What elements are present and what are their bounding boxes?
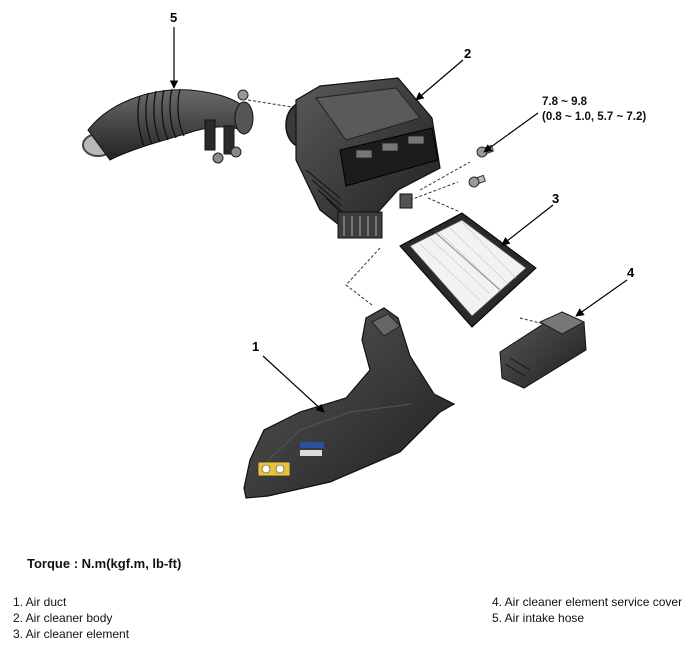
bolt-torque-spec: 7.8 ~ 9.8 (0.8 ~ 1.0, 5.7 ~ 7.2) <box>542 95 646 125</box>
air-intake-hose-part <box>82 88 254 164</box>
service-cover-part <box>499 311 587 389</box>
mounting-bolts <box>468 144 495 188</box>
callout-4: 4 <box>627 265 635 280</box>
callout-3: 3 <box>552 191 560 206</box>
exploded-diagram <box>82 27 628 499</box>
legend-item: 5. Air intake hose <box>492 611 585 625</box>
legend-item: 3. Air cleaner element <box>13 627 130 641</box>
air-cleaner-body-part <box>285 77 441 239</box>
callout-2: 2 <box>464 46 472 61</box>
torque-spec-line1: 7.8 ~ 9.8 <box>542 96 588 108</box>
torque-units-heading: Torque : N.m(kgf.m, lb-ft) <box>27 556 182 571</box>
parts-legend-left: 1. Air duct 2. Air cleaner body 3. Air c… <box>13 594 129 642</box>
assembly-guide-lines <box>247 99 549 326</box>
parts-legend-right: 4. Air cleaner element service cover 5. … <box>492 594 682 626</box>
torque-spec-line2: (0.8 ~ 1.0, 5.7 ~ 7.2) <box>542 111 647 123</box>
legend-item: 1. Air duct <box>13 595 67 609</box>
callout-1: 1 <box>252 339 260 354</box>
callout-5: 5 <box>170 10 178 25</box>
legend-item: 4. Air cleaner element service cover <box>492 595 683 609</box>
legend-item: 2. Air cleaner body <box>13 611 113 625</box>
air-duct-part <box>243 307 456 499</box>
air-cleaner-element-part <box>399 212 537 328</box>
callout-leader-lines <box>169 27 628 413</box>
